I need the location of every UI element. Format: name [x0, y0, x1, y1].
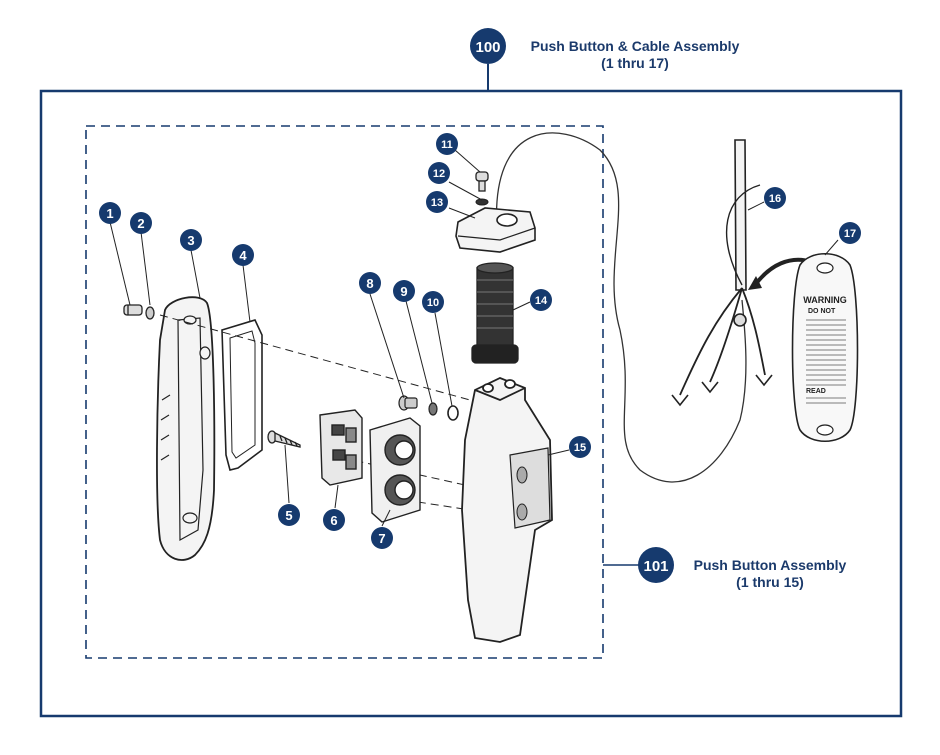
part-2-washer: [145, 306, 155, 320]
svg-text:3: 3: [187, 233, 194, 248]
callout-3: 3: [180, 229, 202, 251]
svg-text:2: 2: [137, 216, 144, 231]
part-13-cap: [455, 207, 536, 253]
warning-arrow-head: [748, 276, 762, 290]
part-17-warning-label: WARNING DO NOT READ: [791, 253, 859, 442]
cable-loop: [495, 132, 747, 483]
part-6-contact-block: [319, 409, 363, 486]
assembly-100-range: (1 thru 17): [601, 55, 669, 71]
warning-subheading: DO NOT: [808, 308, 836, 315]
assembly-100-bubble: 100: [470, 28, 506, 64]
part-5-screw: [267, 430, 301, 448]
svg-text:15: 15: [574, 442, 586, 454]
assembly-100-title: Push Button & Cable Assembly: [530, 38, 740, 54]
assembly-101-bubble: 101: [638, 547, 674, 583]
part-7-button-plate: [369, 417, 421, 523]
part-9-washer: [428, 402, 438, 416]
svg-text:10: 10: [427, 297, 439, 309]
callout-15: 15: [569, 436, 591, 458]
warning-footer: READ: [806, 388, 826, 395]
svg-text:11: 11: [441, 139, 453, 151]
callout-6: 6: [323, 509, 345, 531]
callout-9: 9: [393, 280, 415, 302]
assembly-100-caption: Push Button & Cable Assembly (1 thru 17): [510, 38, 760, 72]
callout-11: 11: [436, 133, 458, 155]
callout-14: 14: [530, 289, 552, 311]
callout-10: 10: [422, 291, 444, 313]
svg-text:12: 12: [433, 168, 445, 180]
svg-text:5: 5: [285, 508, 292, 523]
svg-text:9: 9: [400, 284, 407, 299]
callout-5: 5: [278, 504, 300, 526]
callout-16: 16: [764, 187, 786, 209]
callout-leaders: [109, 149, 839, 527]
assembly-101-range: (1 thru 15): [736, 574, 804, 590]
callout-7: 7: [371, 527, 393, 549]
callout-12: 12: [428, 162, 450, 184]
part-11-screw: [475, 171, 489, 192]
svg-text:6: 6: [330, 513, 337, 528]
part-14-sleeve: [471, 262, 519, 364]
svg-text:13: 13: [431, 197, 443, 209]
part-8-screw: [398, 395, 418, 411]
assembly-101-frame: [85, 125, 604, 659]
callout-13: 13: [426, 191, 448, 213]
svg-text:14: 14: [535, 295, 548, 307]
part-12-washer: [475, 198, 489, 206]
svg-text:8: 8: [366, 276, 373, 291]
svg-text:17: 17: [844, 228, 856, 240]
callout-4: 4: [232, 244, 254, 266]
svg-text:4: 4: [239, 248, 247, 263]
assembly-100-frame: [39, 89, 903, 718]
callout-8: 8: [359, 272, 381, 294]
part-10-washer: [447, 405, 459, 421]
assembly-101-title: Push Button Assembly: [693, 557, 847, 573]
warning-text-lines: [806, 319, 846, 404]
alignment-line-low: [404, 499, 471, 511]
svg-text:7: 7: [378, 531, 385, 546]
part-15-housing-front: [461, 377, 553, 643]
part-16-cable: [671, 139, 773, 407]
part-3-housing-back: [156, 296, 216, 561]
svg-text:16: 16: [769, 193, 781, 205]
callout-1: 1: [99, 202, 121, 224]
svg-text:1: 1: [106, 206, 113, 221]
callout-2: 2: [130, 212, 152, 234]
warning-heading: WARNING: [803, 295, 847, 305]
part-4-gasket: [221, 319, 263, 471]
alignment-line-top: [159, 314, 471, 401]
svg-text:101: 101: [643, 558, 668, 575]
assembly-101-caption: Push Button Assembly (1 thru 15): [680, 557, 860, 591]
part-1-screw: [123, 304, 143, 316]
callout-17: 17: [839, 222, 861, 244]
svg-text:100: 100: [475, 39, 500, 56]
